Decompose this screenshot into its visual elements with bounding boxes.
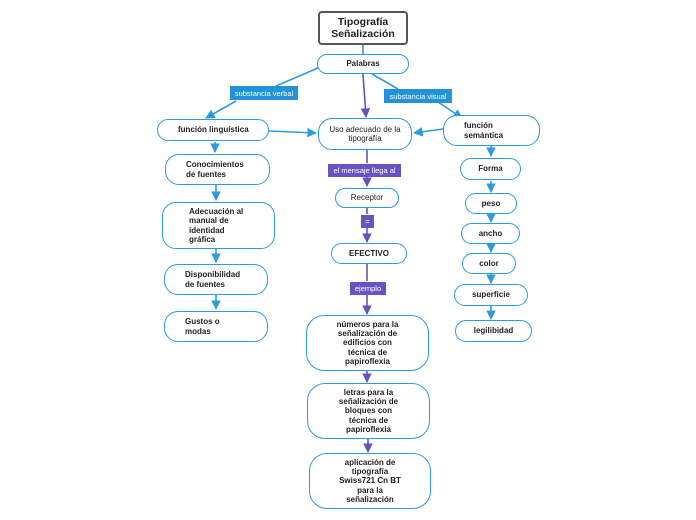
node-aplicacion[interactable]: aplicación de tipografía Swiss721 Cn BT …	[309, 453, 431, 509]
link-semantica-uso	[413, 127, 444, 137]
link-linguistica-uso	[268, 127, 317, 138]
node-disponibilidad[interactable]: Disponibilidad de fuentes	[164, 264, 268, 295]
node-uso-adecuado[interactable]: Uso adecuado de la tipografía	[318, 118, 412, 150]
node-peso[interactable]: peso	[465, 193, 517, 214]
node-ancho[interactable]: ancho	[461, 223, 520, 244]
node-color[interactable]: color	[462, 253, 516, 274]
link-palabras-verbal	[275, 67, 319, 87]
node-funcion-semantica[interactable]: función semántica	[443, 115, 540, 146]
link-palabras-visual	[371, 73, 399, 90]
node-legibilidad[interactable]: legilibidad	[455, 320, 532, 342]
node-forma[interactable]: Forma	[460, 158, 521, 180]
label-el-mensaje: el mensaje llega al	[328, 164, 401, 177]
node-funcion-linguistica[interactable]: función linguística	[157, 119, 269, 141]
node-numeros[interactable]: números para la señalización de edificio…	[306, 315, 429, 371]
node-adecuacion[interactable]: Adecuación al manual de identidad gráfic…	[162, 202, 275, 249]
title-node[interactable]: Tipografía Señalización	[318, 11, 408, 45]
link-palabras-uso	[360, 73, 371, 118]
node-letras[interactable]: letras para la señalización de bloques c…	[307, 383, 430, 439]
label-ejemplo: ejemplo	[350, 282, 386, 295]
label-dash: =	[361, 215, 374, 228]
node-efectivo[interactable]: EFECTIVO	[331, 243, 407, 264]
node-palabras[interactable]: Palabras	[317, 54, 409, 74]
node-gustos[interactable]: Gustos o modas	[164, 311, 268, 342]
node-receptor[interactable]: Receptor	[335, 188, 399, 208]
node-superficie[interactable]: superficie	[454, 284, 528, 306]
link-verbal-linguistica	[205, 100, 237, 119]
node-conocimientos[interactable]: Conocimientos de fuentes	[165, 154, 270, 185]
label-substancia-verbal: substancia verbal	[230, 86, 298, 100]
label-substancia-visual: substancia visual	[384, 89, 452, 103]
